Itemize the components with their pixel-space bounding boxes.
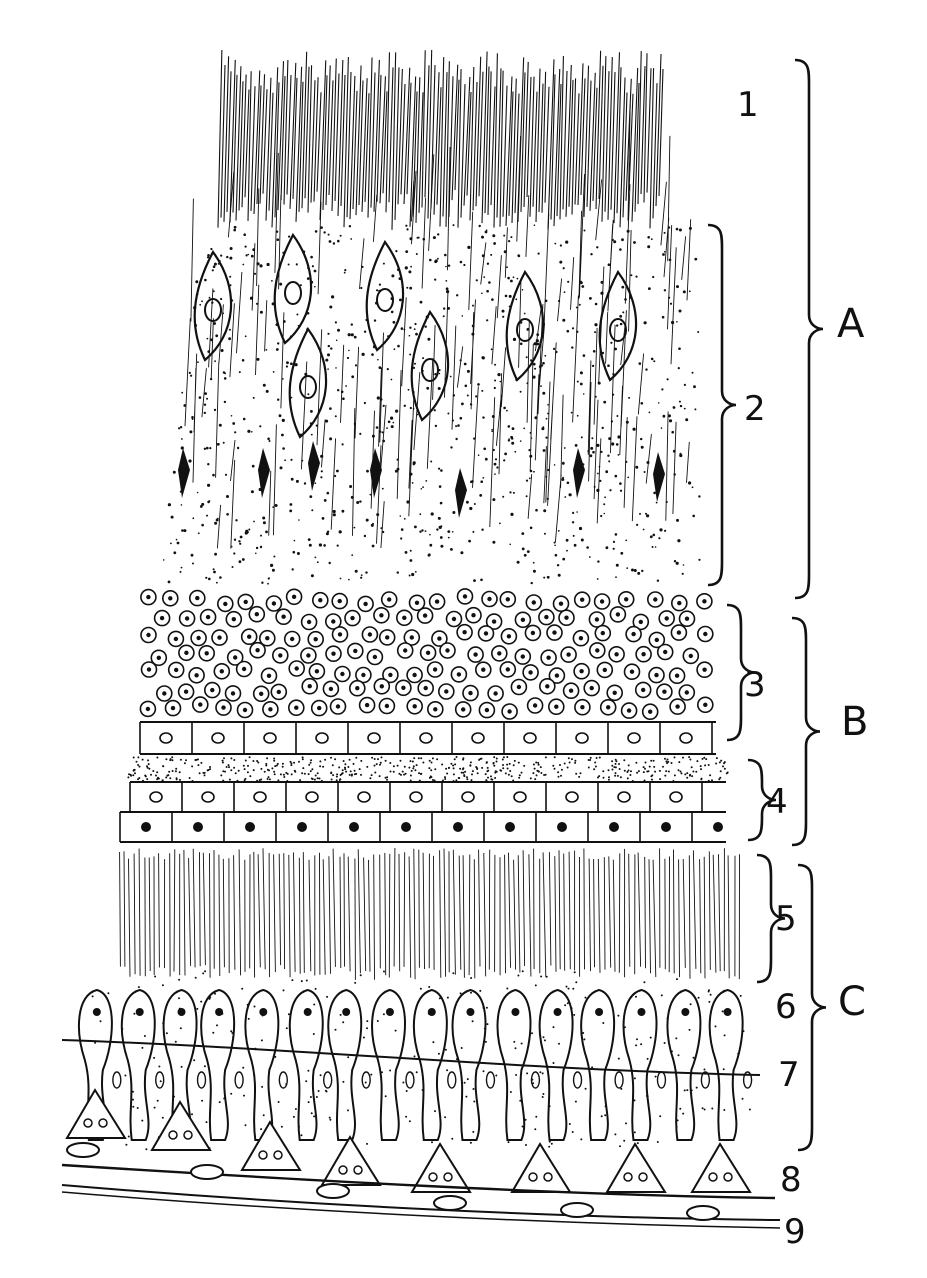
layer-8-9-membranes [61, 1142, 781, 1229]
group-label-c: C [838, 979, 866, 1025]
brace-group-b [791, 616, 821, 847]
layer-label-3: 3 [744, 665, 766, 705]
layer-label-8: 8 [780, 1160, 802, 1200]
layer-label-9: 9 [784, 1212, 806, 1252]
layer-2-stipple [162, 224, 701, 585]
layer-2-dark-cells [178, 441, 665, 518]
brace-layer-4 [747, 758, 777, 842]
layer-label-2: 2 [744, 389, 766, 429]
layer-label-1: 1 [737, 85, 759, 125]
layer-4-stipple [127, 756, 729, 782]
brace-group-a [794, 58, 824, 600]
layer-3-cell-row [139, 721, 716, 755]
layer-1-fibres [217, 49, 664, 230]
layer-6-7-pigment-cells [61, 970, 761, 1151]
brace-layer-2 [707, 223, 737, 587]
brace-layer-3 [726, 603, 756, 742]
layer-3-nuclei [139, 588, 714, 721]
layer-label-6: 6 [775, 987, 797, 1027]
brace-group-c [797, 863, 827, 1152]
layer-4-cell-row-lower [119, 811, 726, 843]
layer-2-spindle-cells [193, 232, 638, 439]
layer-7-basal-cells [65, 1088, 752, 1193]
layer-4-cell-row-upper [129, 781, 726, 813]
brace-layer-5 [756, 853, 786, 984]
layer-5-rods [119, 847, 740, 980]
group-label-b: B [841, 699, 869, 745]
group-label-a: A [837, 301, 865, 347]
layer-label-4: 4 [766, 782, 788, 822]
layer-label-5: 5 [775, 899, 797, 939]
layer-label-7: 7 [778, 1055, 800, 1095]
